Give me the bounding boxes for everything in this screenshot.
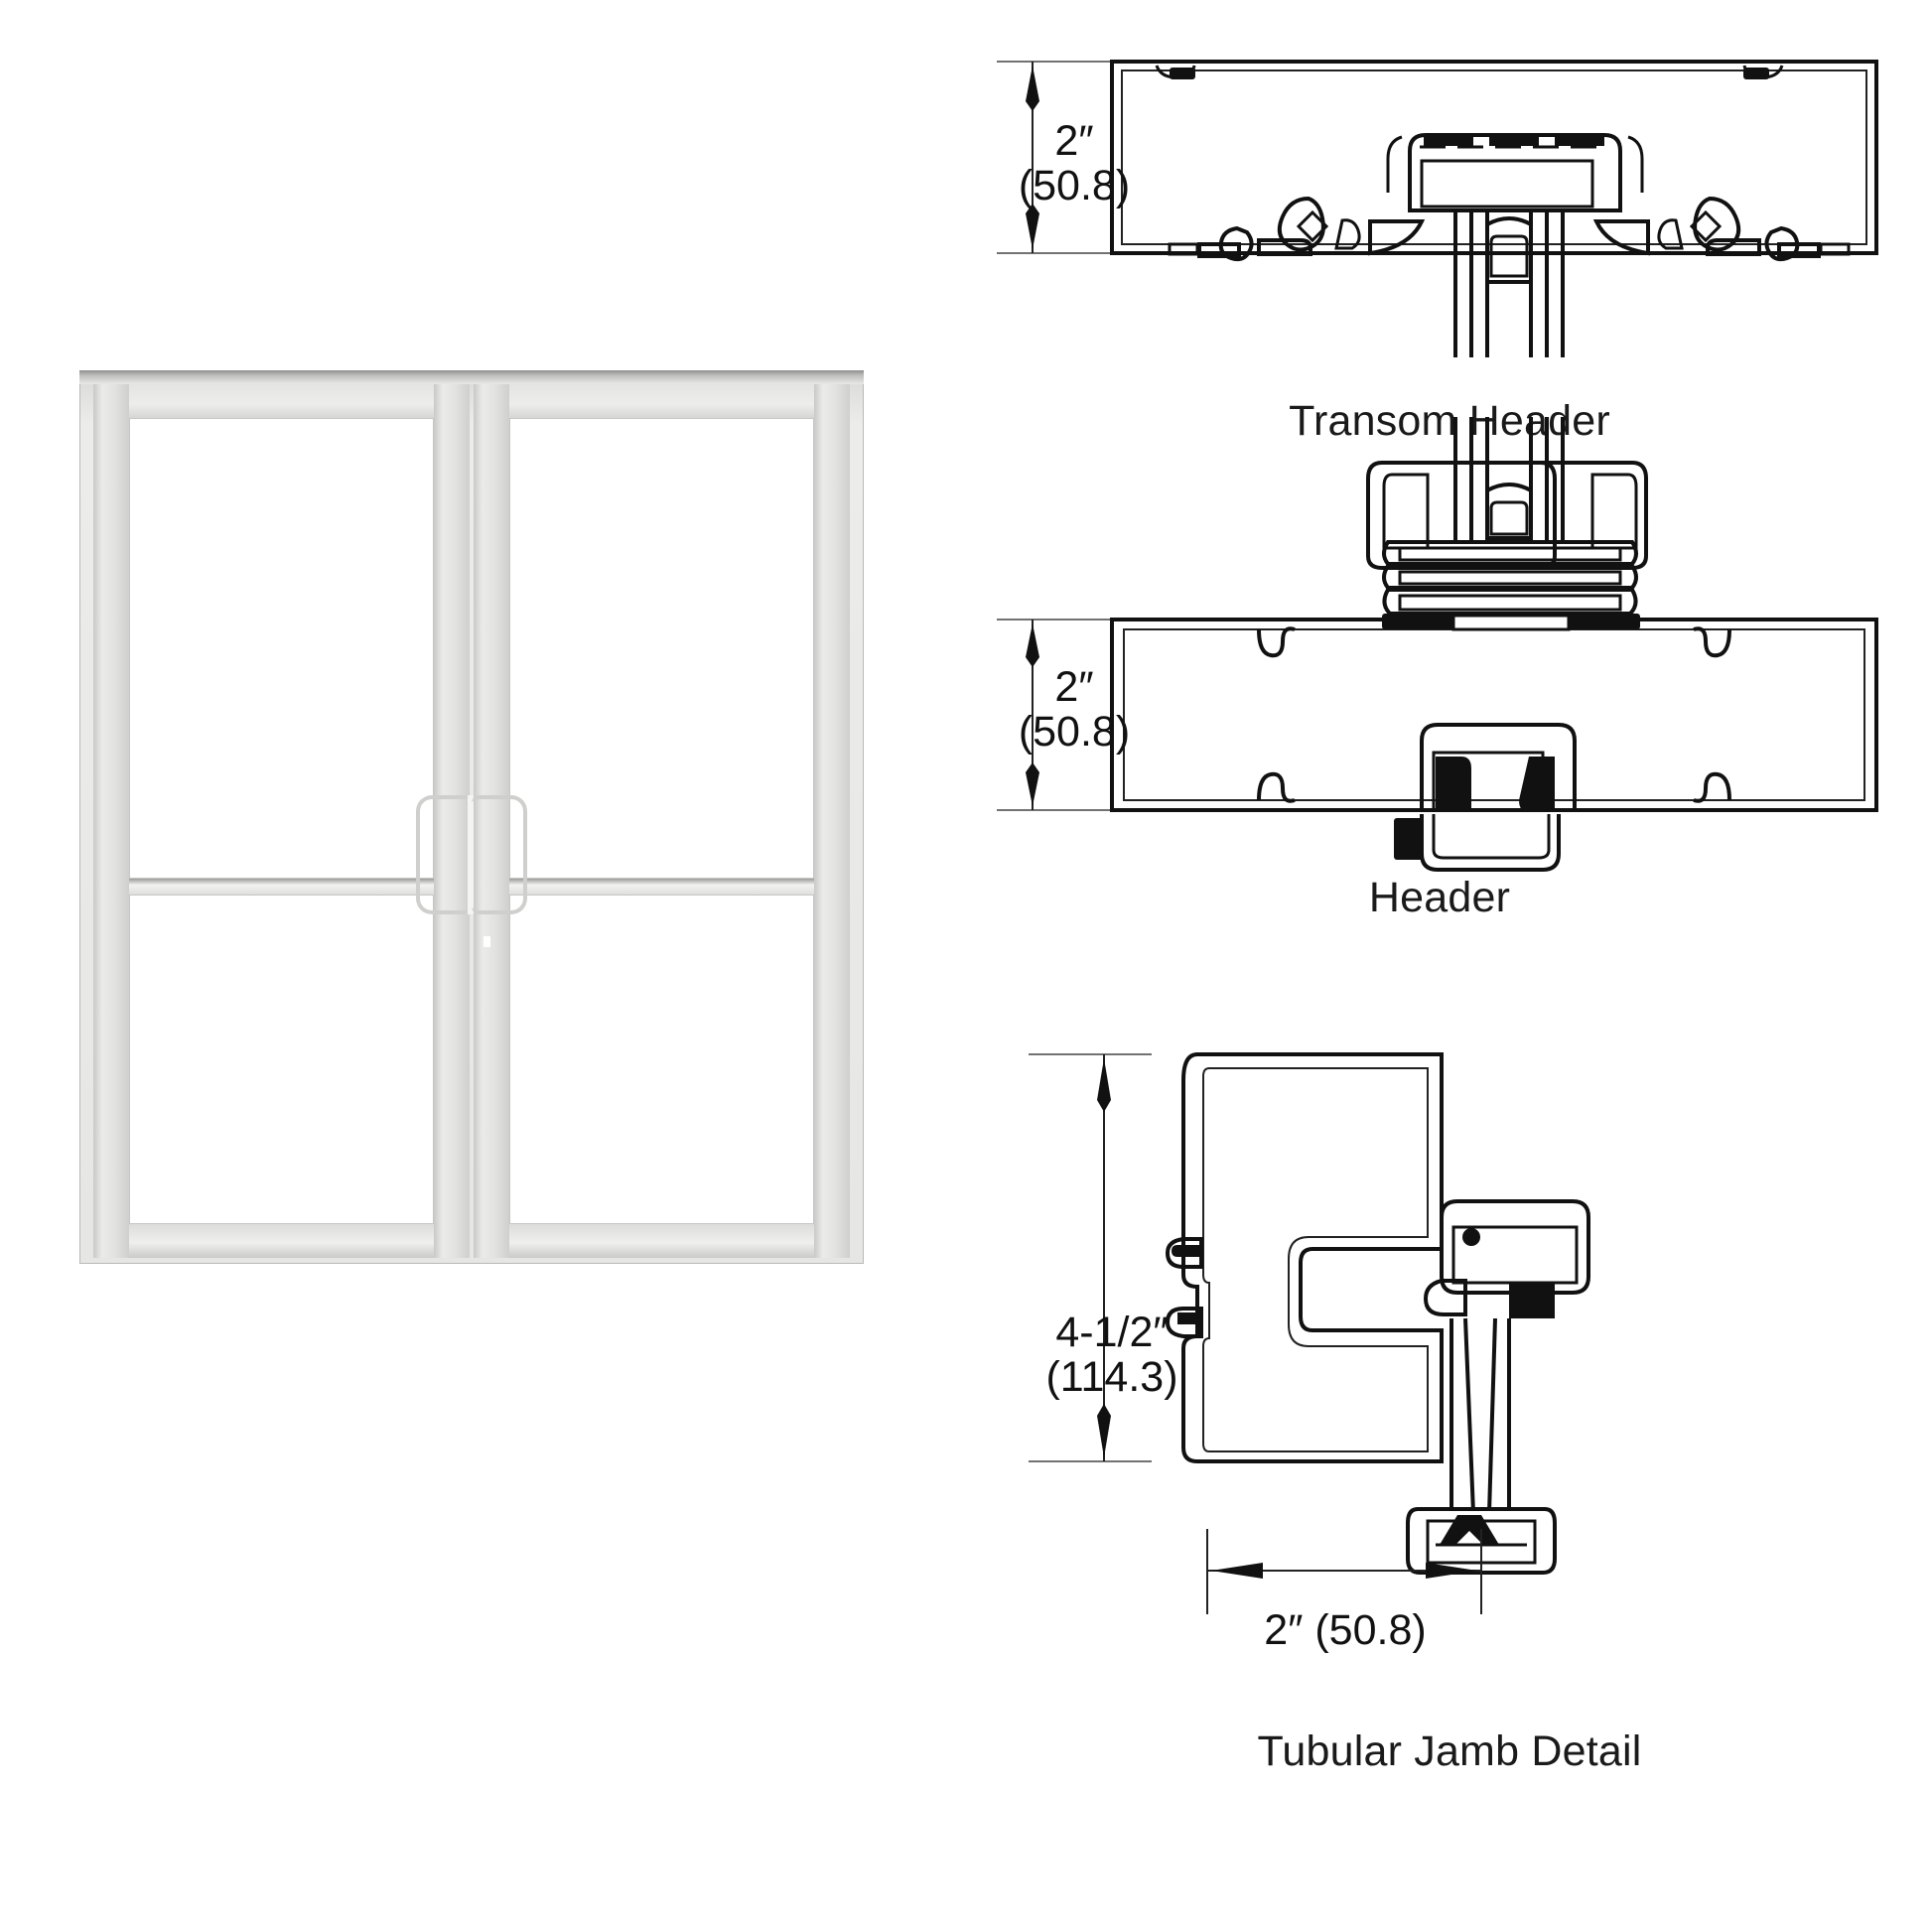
lock-stile <box>434 384 470 1258</box>
transom-header-caption: Transom Header <box>1289 397 1610 445</box>
top-rail <box>93 384 470 418</box>
tubular-jamb-detail: 4-1/2″ (114.3) <box>993 1033 1932 1614</box>
header-caption: Header <box>1368 874 1511 921</box>
lock-stile <box>474 384 509 1258</box>
dim-value-mm: (50.8) <box>1018 162 1131 210</box>
door-leaf-right <box>468 384 850 1258</box>
header-section-drawing <box>997 417 1878 812</box>
tubular-jamb-detail-caption: Tubular Jamb Detail <box>1257 1727 1642 1775</box>
tubular-jamb-section-drawing <box>1029 1052 1590 1614</box>
hinge-stile <box>814 384 850 1258</box>
dim-value-mm: (50.8) <box>1018 708 1131 757</box>
pull-handle-left[interactable] <box>416 795 476 914</box>
glass-lite-upper <box>509 418 814 879</box>
transom-header-detail: 2″ (50.8) <box>993 40 1932 377</box>
top-rail <box>474 384 850 418</box>
transom-header-dimension: 2″ (50.8) <box>975 117 1173 210</box>
transom-header-section-drawing <box>997 60 1878 357</box>
bottom-rail <box>93 1224 470 1258</box>
dim-value-mm: (114.3) <box>1045 1353 1178 1402</box>
hinge-stile <box>93 384 129 1258</box>
door-elevation-image <box>79 370 864 1264</box>
dim-value-inches: 2″ <box>1054 117 1094 165</box>
header-detail-lower <box>993 814 1932 933</box>
glass-lite-upper <box>129 418 434 879</box>
tubular-jamb-horizontal-dimension: 2″ (50.8) <box>1264 1606 1427 1654</box>
mid-rail <box>474 879 850 895</box>
pull-handle-right[interactable] <box>468 795 527 914</box>
mid-rail <box>93 879 470 895</box>
door-outer-frame <box>79 370 864 1264</box>
glass-lite-lower <box>129 895 434 1224</box>
cylinder-lock-icon <box>483 936 490 947</box>
tubular-jamb-vertical-dimension: 4-1/2″ (114.3) <box>963 1309 1261 1402</box>
header-stop-extension <box>1394 814 1561 872</box>
door-leaf-container <box>93 384 850 1258</box>
glass-lite-lower <box>509 895 814 1224</box>
dim-value-inches: 2″ <box>1054 663 1094 711</box>
door-head-cap <box>79 370 864 384</box>
bottom-rail <box>474 1224 850 1258</box>
header-detail: 2″ (50.8) <box>993 417 1932 824</box>
dim-value-inches: 4-1/2″ <box>1055 1309 1169 1356</box>
header-dimension: 2″ (50.8) <box>975 663 1173 757</box>
door-leaf-left <box>93 384 476 1258</box>
